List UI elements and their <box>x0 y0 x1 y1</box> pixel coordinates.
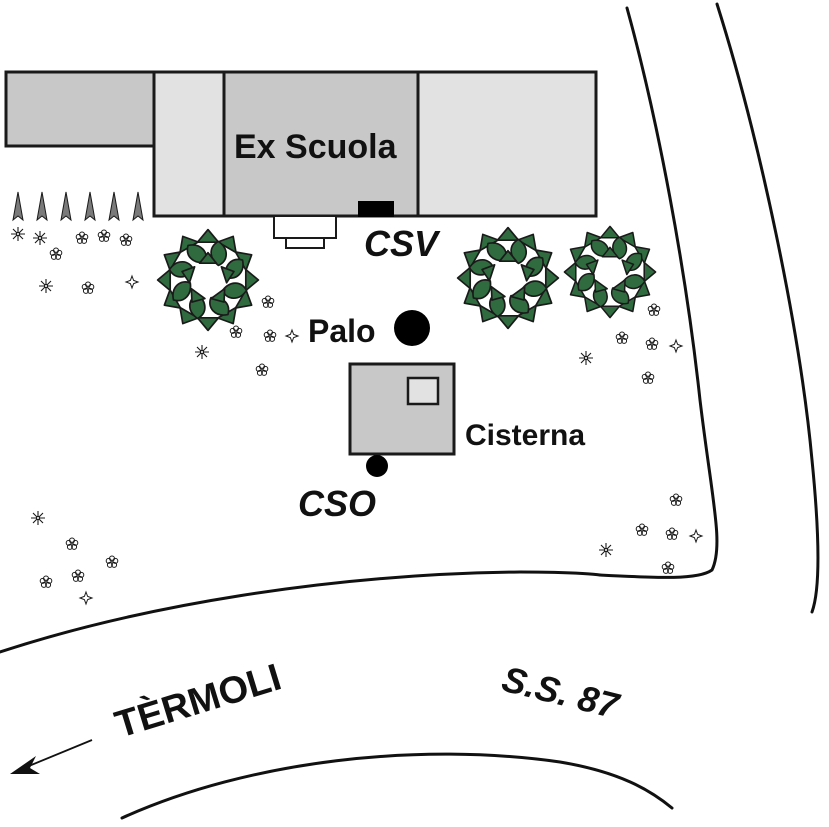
label-ex-scuola: Ex Scuola <box>234 128 398 166</box>
label-cisterna: Cisterna <box>465 419 585 452</box>
label-csv: CSV <box>364 223 441 264</box>
cso-marker <box>366 455 388 477</box>
road-edge-upper <box>0 570 602 654</box>
label-termoli: TÈRMOLI <box>110 655 286 747</box>
building-ex-scuola <box>222 70 420 218</box>
building-right-wing <box>416 70 598 218</box>
label-road: S.S. 87 <box>498 658 624 727</box>
cistern <box>348 362 456 456</box>
building-side-block <box>152 70 226 218</box>
road-edge-inner-right <box>598 6 719 579</box>
label-cso: CSO <box>298 483 376 524</box>
roads <box>0 2 820 820</box>
label-palo: Palo <box>308 313 376 349</box>
direction-arrow-icon <box>10 739 93 774</box>
csv-marker <box>358 201 394 217</box>
building-left-wing <box>4 70 156 148</box>
road-edge-lower <box>120 752 674 820</box>
road-edge-outer-right <box>715 2 820 614</box>
pole-marker <box>394 310 430 346</box>
entrance-steps <box>273 215 337 249</box>
building-complex <box>4 70 598 218</box>
hedge-spike-icon <box>12 191 144 221</box>
